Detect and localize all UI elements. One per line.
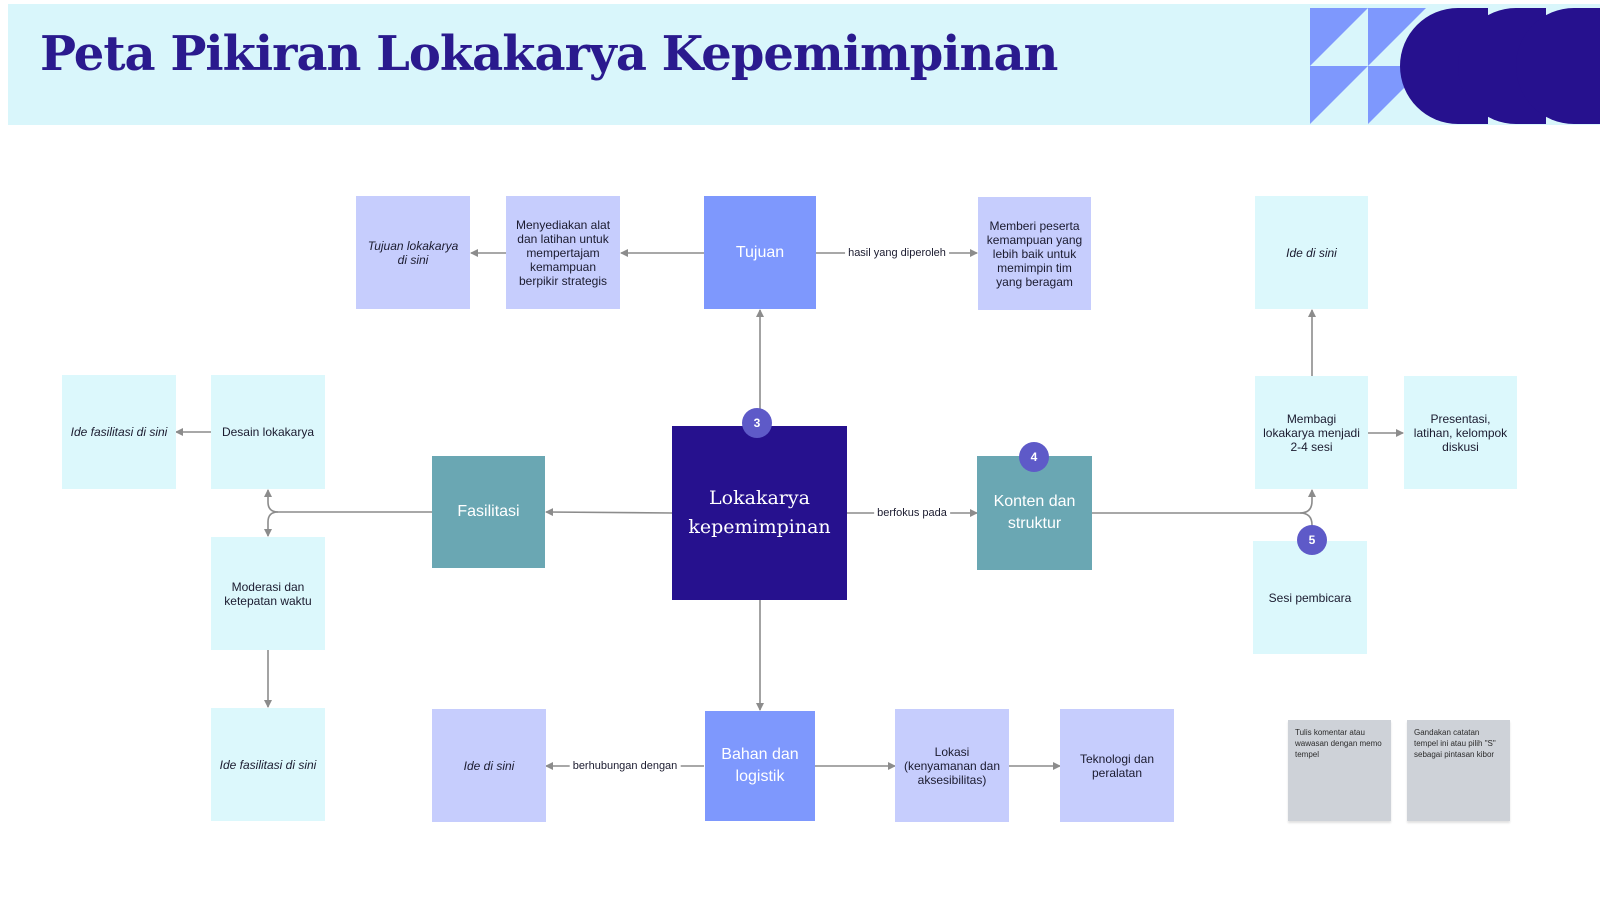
badge-5: 5	[1297, 525, 1327, 555]
node-tujuan-right[interactable]: Memberi peserta kemampuan yang lebih bai…	[978, 197, 1091, 310]
node-moderasi[interactable]: Moderasi dan ketepatan waktu	[211, 537, 325, 650]
node-ide-fasilitasi-1[interactable]: Ide fasilitasi di sini	[62, 375, 176, 489]
edge-konten-sesi-down	[1299, 512, 1313, 540]
edge-fasilitasi-desain	[264, 489, 432, 513]
edge-label-berfokus: berfokus pada	[874, 507, 950, 519]
node-desain[interactable]: Desain lokakarya	[211, 375, 325, 489]
badge-4: 4	[1019, 442, 1049, 472]
edge-center-fasilitasi	[545, 508, 673, 517]
node-bahan[interactable]: Bahan dan logistik	[705, 711, 815, 821]
sticky-note-duplicate[interactable]: Gandakan catatan tempel ini atau pilih "…	[1407, 720, 1510, 821]
edge-label-berhubungan: berhubungan dengan	[569, 760, 681, 772]
node-tujuan-left[interactable]: Menyediakan alat dan latihan untuk mempe…	[506, 196, 620, 309]
edge-label-hasil: hasil yang diperoleh	[845, 247, 949, 259]
badge-3: 3	[742, 408, 772, 438]
node-ide-fasilitasi-2[interactable]: Ide fasilitasi di sini	[211, 708, 325, 821]
node-presentasi[interactable]: Presentasi, latihan, kelompok diskusi	[1404, 376, 1517, 489]
sticky-note-comment[interactable]: Tulis komentar atau wawasan dengan memo …	[1288, 720, 1391, 821]
node-fasilitasi[interactable]: Fasilitasi	[432, 456, 545, 568]
node-membagi[interactable]: Membagi lokakarya menjadi 2-4 sesi	[1255, 376, 1368, 489]
node-ide-top-right[interactable]: Ide di sini	[1255, 196, 1368, 309]
node-tujuan-far-left[interactable]: Tujuan lokakarya di sini	[356, 196, 470, 309]
node-ide-bottom[interactable]: Ide di sini	[432, 709, 546, 822]
node-tujuan[interactable]: Tujuan	[704, 196, 816, 309]
edge-fasilitasi-moderasi	[264, 511, 279, 537]
decorative-shapes	[1310, 8, 1600, 124]
node-lokasi[interactable]: Lokasi (kenyamanan dan aksesibilitas)	[895, 709, 1009, 822]
page-title: Peta Pikiran Lokakarya Kepemimpinan	[40, 26, 1058, 82]
node-center[interactable]: Lokakarya kepemimpinan	[672, 426, 847, 600]
node-sesi-pembicara[interactable]: Sesi pembicara	[1253, 541, 1367, 654]
node-teknologi[interactable]: Teknologi dan peralatan	[1060, 709, 1174, 822]
edge-konten-sesi	[1092, 489, 1316, 514]
node-konten[interactable]: Konten dan struktur	[977, 456, 1092, 570]
